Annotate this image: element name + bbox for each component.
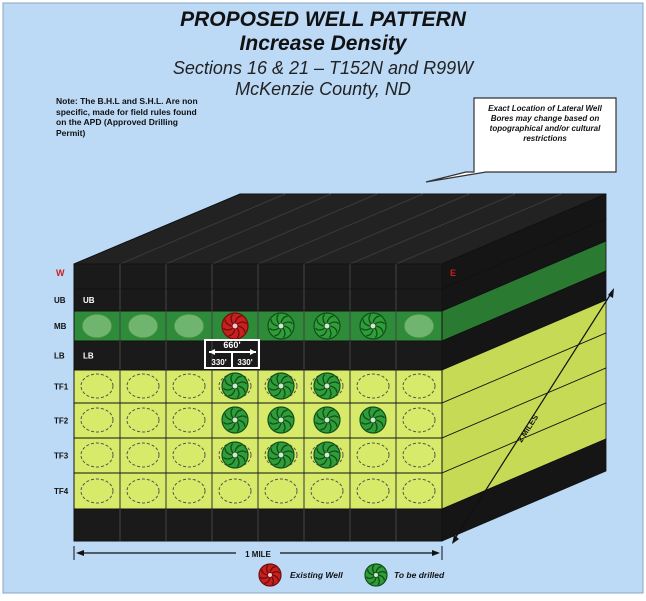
to-drill-well-icon <box>313 441 341 469</box>
callout-bubble <box>425 97 617 183</box>
legend-to-drill-icon <box>364 563 388 587</box>
note-text: Note: The B.H.L and S.H.L. Are non speci… <box>56 96 198 138</box>
spacing-right-label: 330' <box>237 358 252 367</box>
width-label: 1 MILE <box>245 550 271 559</box>
planned-slot-outline <box>126 478 160 504</box>
planned-slot-outline <box>80 442 114 468</box>
existing-well-icon <box>258 563 282 587</box>
planned-slot-outline <box>126 442 160 468</box>
planned-slot-outline <box>126 373 160 399</box>
planned-slot-outline <box>402 478 436 504</box>
to-drill-well-icon <box>221 441 249 469</box>
to-drill-well-icon <box>313 406 341 434</box>
legend <box>258 563 388 587</box>
planned-slot-outline <box>402 442 436 468</box>
layer-label-ub: UB <box>54 296 66 305</box>
mb-slot <box>403 313 435 339</box>
layer-inner-label: UB <box>83 296 95 305</box>
top-face-grid <box>119 193 562 265</box>
title-line-3: Sections 16 & 21 – T152N and R99W <box>172 58 474 78</box>
planned-slot-outline <box>172 478 206 504</box>
legend-to-drill-label: To be drilled <box>394 570 445 580</box>
planned-slot-outline <box>356 442 390 468</box>
planned-slot-outline <box>402 373 436 399</box>
planned-slot-outline <box>218 478 252 504</box>
spacing-dimension: 660' 330' 330' <box>204 339 260 369</box>
planned-slot-outline <box>356 373 390 399</box>
layer-inner-label: LB <box>83 352 94 361</box>
planned-slot-outline <box>80 407 114 433</box>
layer-label-lb: LB <box>54 352 65 361</box>
layer-label-tf3: TF3 <box>54 452 69 461</box>
planned-slot-outline <box>172 442 206 468</box>
spacing-left-label: 330' <box>211 358 226 367</box>
planned-slot-outline <box>80 373 114 399</box>
legend-existing-icon <box>258 563 282 587</box>
legend-existing-label: Existing Well <box>290 570 343 580</box>
layer-label-tf4: TF4 <box>54 487 69 496</box>
east-label: E <box>450 268 456 278</box>
top-tick-660: 660 <box>146 235 162 248</box>
layer-label-tf2: TF2 <box>54 417 69 426</box>
to-drill-well-icon <box>364 563 388 587</box>
title-line-1: PROPOSED WELL PATTERN <box>180 8 466 31</box>
layer-label-tf1: TF1 <box>54 383 69 392</box>
existing-well-icon <box>221 312 249 340</box>
planned-slot-outline <box>172 407 206 433</box>
mb-slot <box>173 313 205 339</box>
to-drill-well-icon <box>267 441 295 469</box>
to-drill-well-icon <box>359 406 387 434</box>
to-drill-well-icon <box>221 406 249 434</box>
to-drill-well-icon <box>313 312 341 340</box>
width-dimension: 1 MILE <box>73 546 443 560</box>
planned-slot-outline <box>356 478 390 504</box>
to-drill-well-icon <box>359 312 387 340</box>
planned-slot-outline <box>402 407 436 433</box>
planned-slot-outline <box>264 478 298 504</box>
planned-slot-outline <box>310 478 344 504</box>
west-label: W <box>56 268 65 278</box>
to-drill-well-icon <box>221 372 249 400</box>
planned-slot-outline <box>126 407 160 433</box>
mb-slot <box>81 313 113 339</box>
to-drill-well-icon <box>267 406 295 434</box>
spacing-total-label: 660' <box>223 340 240 350</box>
planned-slot-outline <box>172 373 206 399</box>
planned-slot-outline <box>80 478 114 504</box>
mb-slot <box>127 313 159 339</box>
to-drill-well-icon <box>267 312 295 340</box>
title-line-2: Increase Density <box>239 32 407 55</box>
callout-text: Exact Location of Lateral Well Bores may… <box>488 104 602 143</box>
title-line-4: McKenzie County, ND <box>235 79 411 99</box>
well-markers <box>80 312 436 504</box>
to-drill-well-icon <box>313 372 341 400</box>
layer-label-mb: MB <box>54 322 67 331</box>
to-drill-well-icon <box>267 372 295 400</box>
